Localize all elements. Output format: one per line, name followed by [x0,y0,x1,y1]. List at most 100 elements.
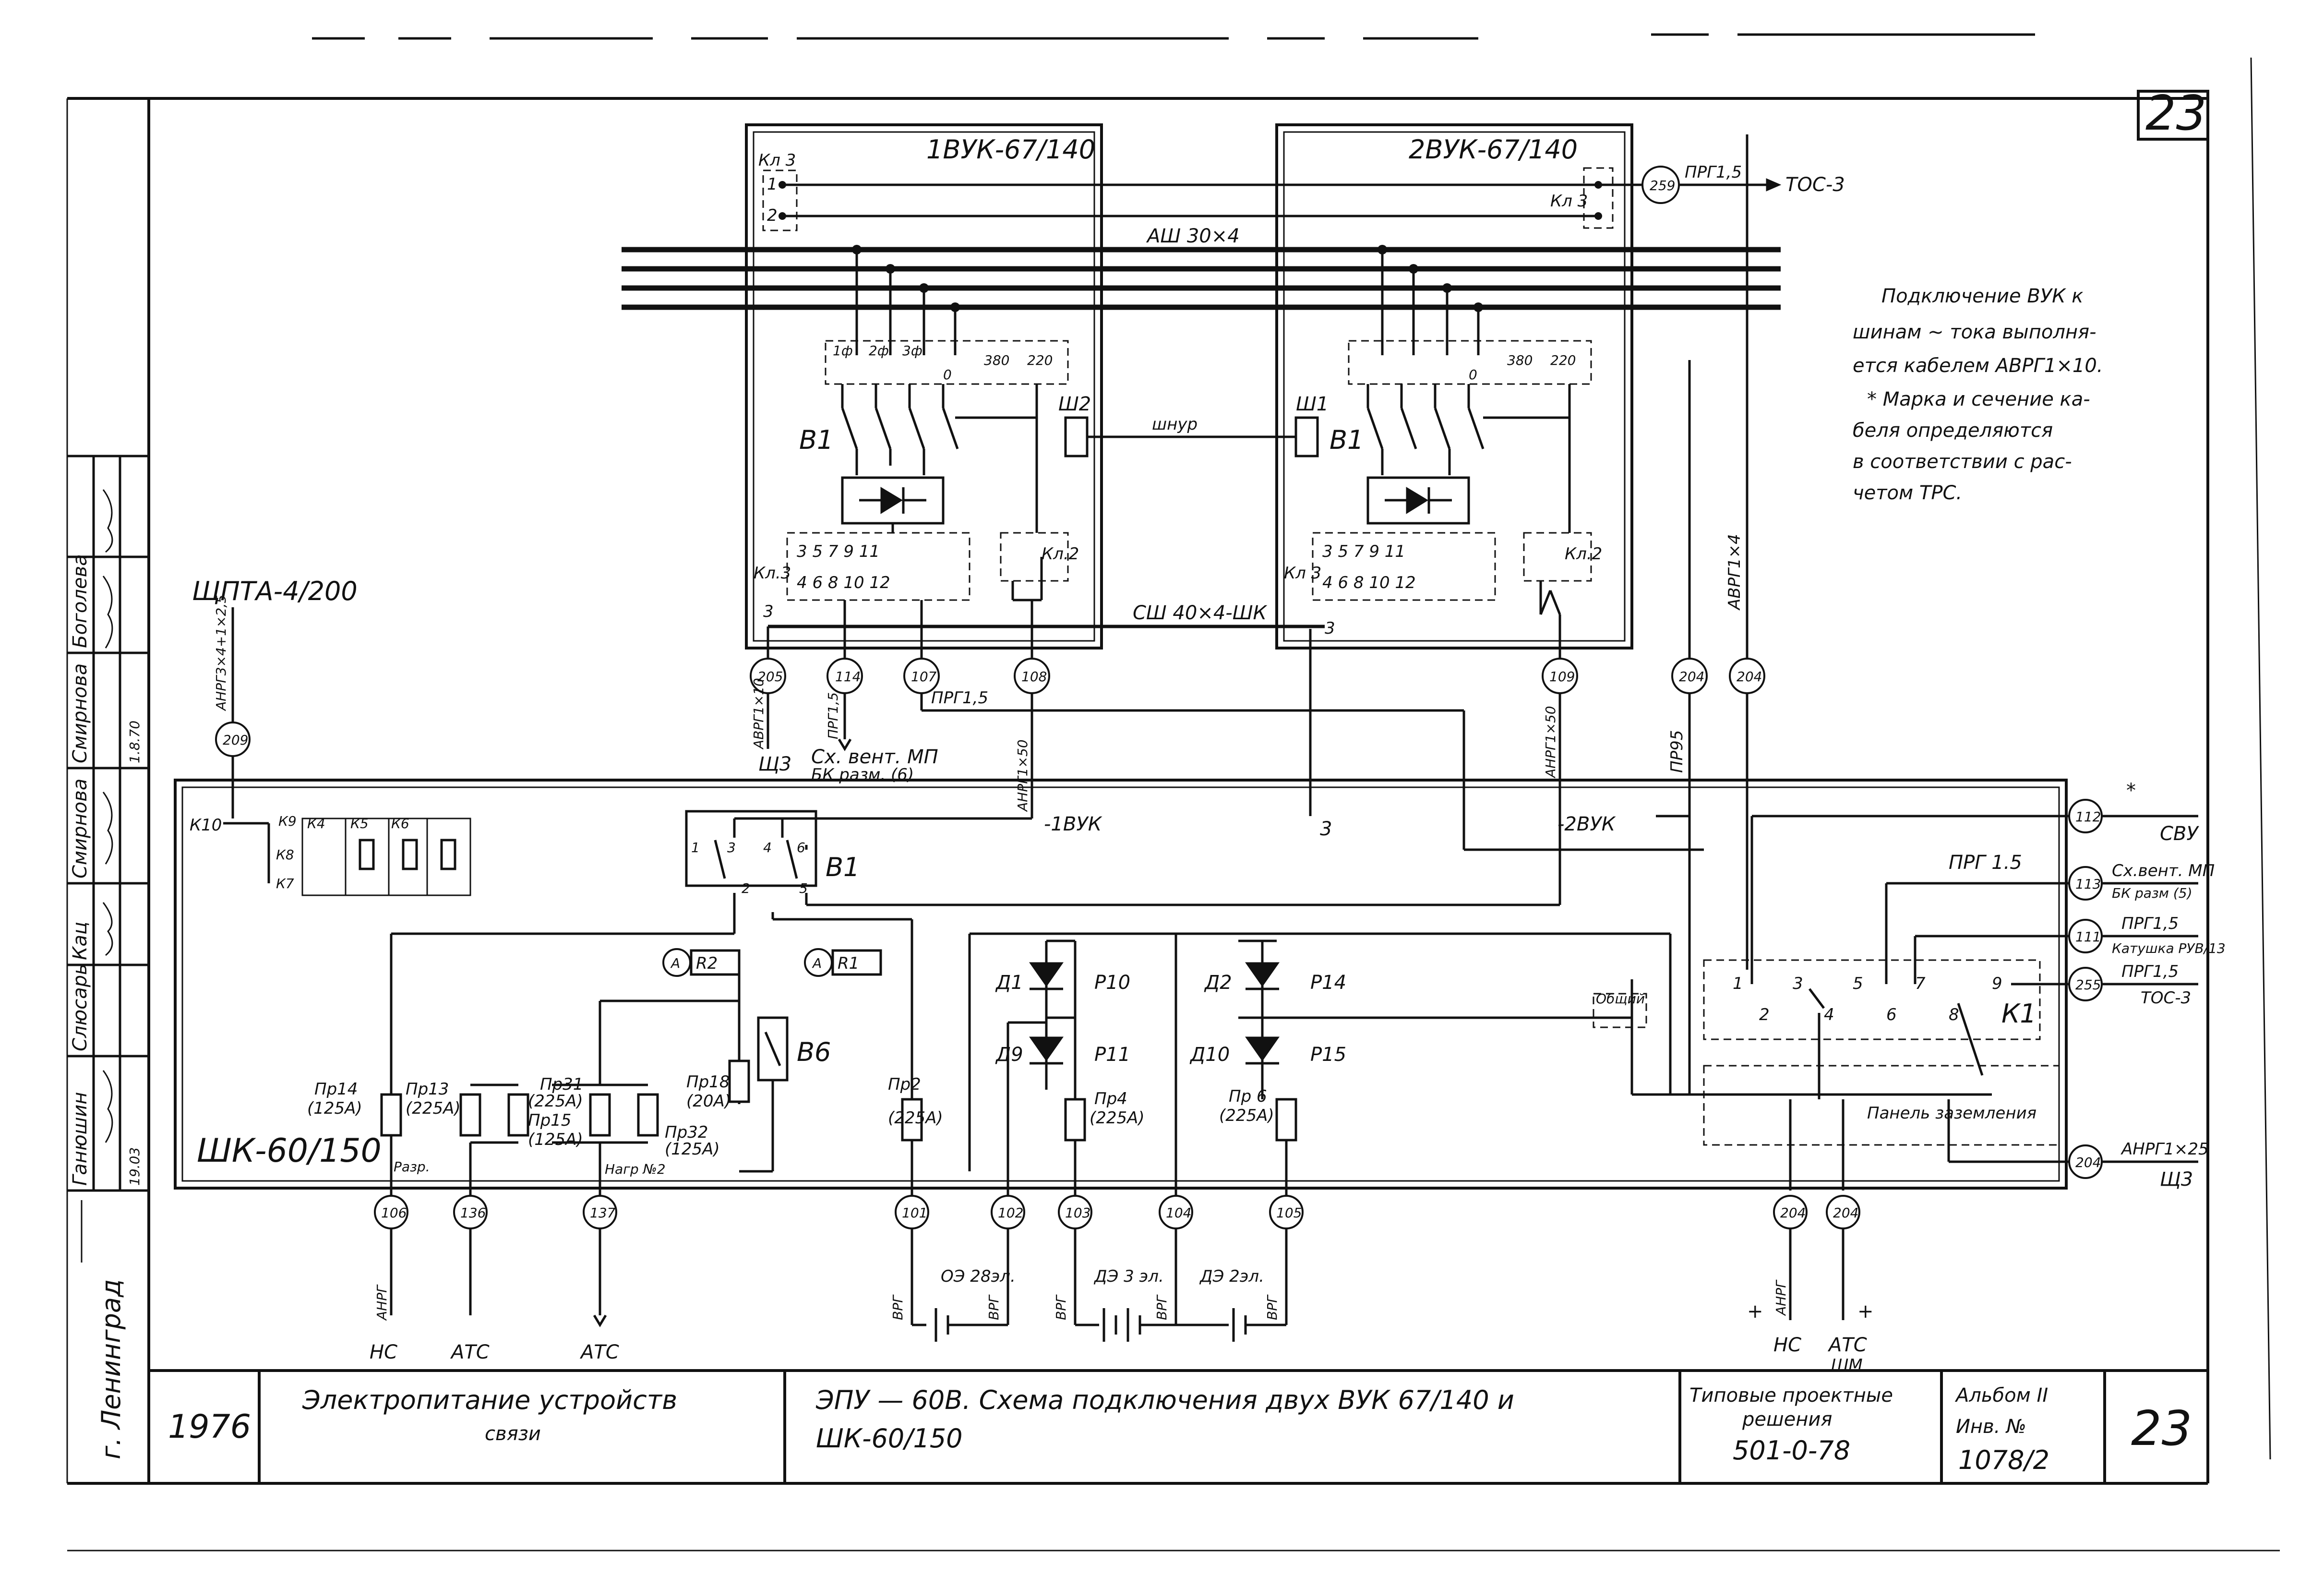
circle-112-label: 112 [2075,809,2101,825]
vuk2-kl2: Кл.2 [1565,544,1602,564]
tb-sheet: 23 [2131,1400,2192,1456]
vuk2-tap-380: 380 [1507,352,1533,368]
cable-105: ВРГ [1264,1294,1280,1320]
vuk2-kl3-low: Кл 3 [1284,564,1321,583]
target-205: Щ3 [758,753,791,775]
nagr-label: Нагр №2 [605,1161,666,1177]
fuse-pr32: Пр32 [665,1123,708,1142]
shk-k8: К8 [276,847,294,863]
vuk1-ground-label: 3 [763,602,774,621]
vuk1-title: 1ВУК-67/140 [926,134,1095,165]
shk-k5: К5 [350,816,369,831]
tb-inv-label: Инв. № [1956,1416,2026,1438]
target-113b: БК разм (5) [2112,885,2192,901]
title-block: г. Ленинград 1976 Электропитание устройс… [96,1279,2208,1483]
vuk2-tap-220: 220 [1550,352,1576,368]
fuse-pr2: Пр2 [888,1075,921,1094]
approver-6: Боголева [69,554,91,648]
note-line-6: в соответствии с рас- [1853,451,2072,473]
vuk1-phase-3: 3ф [902,343,922,359]
target-136: АТС [450,1341,490,1363]
fuse-pr31-rating: (225А) [528,1092,583,1111]
target-112: СВУ [2160,823,2199,845]
tb-typical-2: решения [1742,1408,1832,1431]
target-204e: АТС [1827,1334,1867,1356]
fuse-pr4: Пр4 [1094,1089,1127,1108]
shk-cabinet: ШК-60/150 -1ВУК -2ВУК 3 К10 К9 К8 К7 К4 … [174,779,2069,1191]
vuk1-tap-380: 380 [984,352,1009,368]
vuk1-phase-2: 2ф [869,343,889,359]
tos3-cable: ПРГ1,5 [1685,163,1742,182]
cable-109: АНРГ1×50 [1543,706,1558,779]
vuk1-cabinet: 1ВУК-67/140 Кл 3 1 2 1ф 2ф 3ф 0 380 220 … [745,123,1103,650]
cable-111: ПРГ1,5 [2121,914,2179,933]
drawing-frame [66,57,2280,1552]
circle-111-label: 111 [2075,929,2101,945]
vuk2-title: 2ВУК-67/140 [1409,134,1578,165]
shchpta-label: ЩПТА-4/200 [192,576,358,606]
ac-bus: АШ 30×4 [622,225,1781,312]
shk-b1-label: В1 [826,852,860,882]
shk-k4: К4 [307,816,325,831]
right-outputs: 112 СВУ * 113 Сх.вент. МП БК разм (5) ПР… [1949,780,2226,1191]
cable-255: ПРГ1,5 [2121,962,2179,981]
approver-2: Слюсарь [69,963,91,1051]
circle-107-label: 107 [911,669,937,685]
tb-typical-1: Типовые проектные [1689,1384,1893,1407]
cable-103: ВРГ [1053,1294,1069,1320]
approver-1-date: 19.03 [127,1147,143,1186]
vuk2-plug-label: Ш1 [1296,393,1329,415]
fuse-pr15-rating: (125А) [528,1130,583,1149]
circle-103-label: 103 [1065,1205,1090,1221]
relay-p10: Р10 [1094,972,1130,994]
approver-4: Смирнова [69,779,91,878]
cable-106: АНРГ [374,1284,390,1321]
fuse-pr14: Пр14 [314,1080,358,1099]
circle-109-label: 109 [1549,669,1575,685]
circle-106-label: 106 [381,1205,407,1221]
shk-b6-label: В6 [797,1037,831,1067]
shk-k9: К9 [278,813,297,829]
k1-term-4: 4 [1824,1005,1834,1024]
note-line-4: * Марка и сечение ка- [1867,388,2090,410]
tb-year: 1976 [168,1408,251,1446]
circle-204d-label: 204 [1780,1205,1806,1221]
note-line-3: ется кабелем АВРГ1×10. [1853,355,2103,377]
vuk1-terminal-1: 1 [767,175,778,194]
target-255: ТОС-3 [2141,988,2191,1008]
fuse-pr18-rating: (20А) [686,1092,731,1111]
circle-102-label: 102 [998,1205,1023,1221]
relay-p14: Р14 [1310,972,1346,994]
k1-term-7: 7 [1915,974,1926,993]
vuk1-plug-label: Ш2 [1058,393,1091,415]
vuk1-ref: -1ВУК [1044,813,1102,835]
k1-label: К1 [2001,999,2036,1029]
fuse-pr31: Пр31 [540,1075,583,1094]
plus-sign: + [1747,1300,1763,1323]
diode-d9: Д9 [995,1044,1023,1066]
signature-mark [102,902,113,956]
shk-k6: К6 [391,816,409,831]
circle-105-label: 105 [1276,1205,1302,1221]
vuk2-breaker-label: В1 [1330,425,1364,455]
target-137: АТС [579,1341,619,1363]
shk-k7: К7 [276,876,294,891]
note-line-1: Подключение ВУК к [1881,285,2083,307]
diode-d1: Д1 [995,972,1023,994]
shk-name: ШК-60/150 [197,1132,382,1170]
shk-b1-t6: 6 [797,840,805,855]
k1-term-8: 8 [1949,1005,1959,1024]
circle-259-label: 259 [1650,178,1675,193]
target-113: Сх.вент. МП [2112,861,2215,880]
approver-1: Ганюшин [69,1092,91,1186]
diode-d10: Д10 [1189,1044,1230,1066]
approval-column: Ганюшин 19.03 Слюсарь Кац Смирнова Смирн… [67,455,149,1263]
signature-mark [102,489,113,553]
battery-3: ДЭ 2эл. [1199,1267,1264,1286]
approver-3: Кац [69,922,91,960]
circle-255-label: 255 [2075,977,2101,993]
cable-114: ПРГ1,5 [825,692,841,739]
vuk1-phase-1: 1ф [833,343,853,359]
target-106: НС [370,1341,397,1363]
